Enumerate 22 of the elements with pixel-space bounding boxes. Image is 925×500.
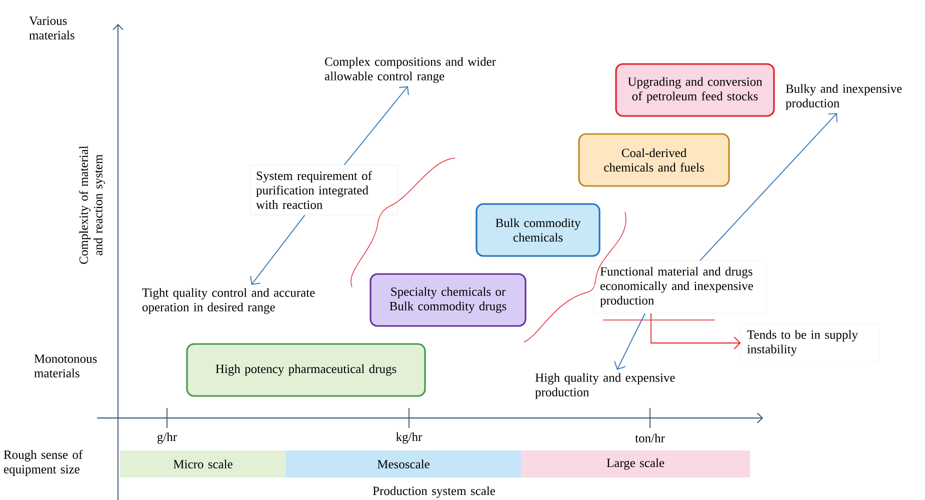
axis-title: Complexity of material and reaction system [79, 146, 105, 264]
annotation-text: Bulky and inexpensive production [786, 84, 902, 110]
category-box: High potency pharmaceutical drugs [186, 343, 426, 397]
category-box: Coal-derived chemicals and fuels [578, 133, 730, 187]
note-box: System requirement of purification integrated with reaction [250, 164, 398, 216]
category-box: Upgrading and conversion of petroleum feed stocks [615, 63, 775, 117]
note-box: Functional material and drugs economically and inexpensive production [594, 260, 766, 314]
tick-label: kg/hr [396, 432, 422, 444]
axis-label: Monotonous materials [34, 354, 97, 378]
tick-label: g/hr [157, 432, 177, 444]
scale-band: Large scale [521, 450, 750, 478]
annotation-text: Complex compositions and wider allowable control range [324, 57, 496, 83]
category-box: Bulk commodity chemicals [476, 203, 600, 257]
scale-band: Mesoscale [286, 450, 521, 478]
axis-label: Various materials [29, 16, 74, 40]
row-label: Rough sense of equipment size [4, 450, 83, 476]
annotation-text: High quality and expensive production [535, 373, 675, 399]
axis-title: Production system scale [372, 486, 496, 498]
annotation-text: Tight quality control and accurate operation in desired range [142, 288, 315, 314]
note-box: Tends to be in supply instability [740, 324, 880, 362]
scale-band: Micro scale [120, 450, 286, 478]
category-box: Specialty chemicals or Bulk commodity drugs [370, 273, 526, 327]
